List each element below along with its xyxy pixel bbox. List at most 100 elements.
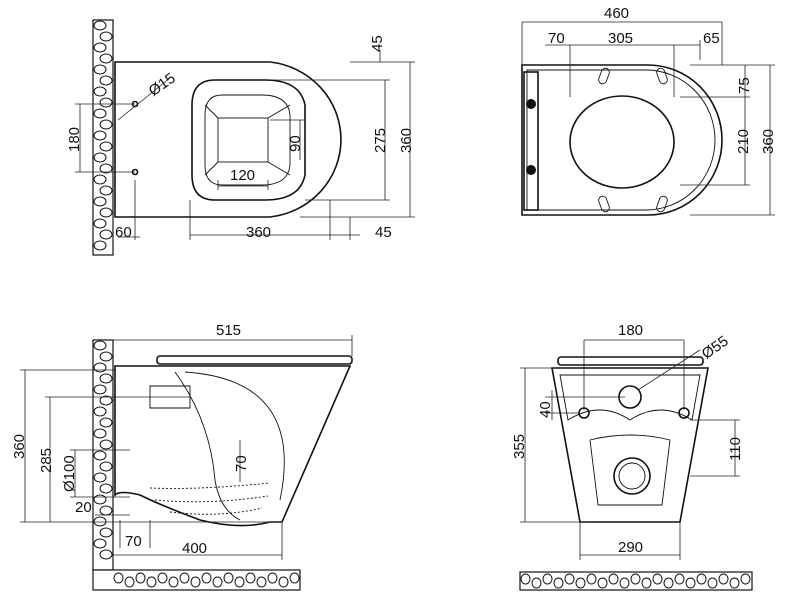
dim-180: 180 [66,127,83,152]
pebble [93,472,107,483]
dim-110: 110 [727,437,744,461]
seat-opening [569,95,675,189]
pebble [718,573,729,585]
pebble [124,576,135,588]
pebble [93,428,107,439]
pebble [696,573,707,585]
pebble [93,450,107,461]
dim-290: 290 [618,539,643,556]
floor-pebbles [520,573,751,589]
pebble [99,31,113,42]
pebble [99,549,113,560]
dim-70-horizontal: 70 [125,533,142,550]
pebble [93,64,107,75]
pebble [99,417,113,428]
pebble [99,119,113,130]
pebble [99,483,113,494]
dim-70: 70 [548,30,565,47]
dim-210: 210 [735,129,752,154]
seat-bumpers [598,67,668,213]
pebble [674,573,685,585]
pebble [93,196,107,207]
dim-275: 275 [372,128,389,153]
side-view: 515 360 285 Ø100 70 20 70 400 [11,322,353,591]
pebble [93,384,107,395]
pebble [99,505,113,516]
hinge-icon [526,99,536,109]
dim-180: 180 [618,322,643,339]
dim-515: 515 [216,322,241,339]
pebble [179,572,190,584]
wall-pebbles [93,340,300,588]
dim-360: 360 [760,129,777,154]
dim-diameter-100: Ø100 [61,455,78,492]
pebble [212,576,223,588]
pebble [93,516,107,527]
dim-65: 65 [703,30,720,47]
pebble [520,573,531,585]
pebble [93,362,107,373]
dim-460: 460 [604,5,629,22]
pebble [685,577,696,589]
pebble [223,572,234,584]
pebble [93,20,107,31]
pebble [99,351,113,362]
dim-305: 305 [608,30,633,47]
pebble [93,218,107,229]
dim-45-bottom: 45 [375,224,392,241]
pebble [99,185,113,196]
pebble [641,577,652,589]
pebble [267,572,278,584]
pebble [553,577,564,589]
dim-360: 360 [11,434,28,459]
back-view: 180 Ø55 40 355 110 290 [511,322,753,591]
pebble [99,439,113,450]
dim-360-horizontal: 360 [246,224,271,241]
pebble [168,576,179,588]
hinge-bar [523,71,539,211]
dim-diameter-55: Ø55 [699,333,732,363]
pebble [729,577,740,589]
pebble [256,576,267,588]
seat-lid [557,356,704,366]
pebble [201,572,212,584]
pebble [740,573,751,585]
pebble [99,207,113,218]
pebble [234,576,245,588]
pebble [93,130,107,141]
pebble [564,573,575,585]
pebble [93,174,107,185]
pebble [93,152,107,163]
dim-360-vertical: 360 [398,128,415,153]
pebble [608,573,619,585]
pebble [93,240,107,251]
pebble [93,406,107,417]
bowl-rim [191,79,306,201]
pebble [99,373,113,384]
pebble [99,527,113,538]
pebble [245,572,256,584]
seat-lid [156,355,353,365]
pebble [93,108,107,119]
dim-75: 75 [736,77,753,94]
pebble [99,75,113,86]
pebble [93,494,107,505]
pebble [630,573,641,585]
dim-45-top: 45 [369,35,386,52]
pebble [289,572,300,584]
hinge-icon [526,165,536,175]
pebble [93,42,107,53]
bowl-back-outline [551,367,709,523]
pebble [542,573,553,585]
bowl-outlet [217,117,269,163]
pebble [93,86,107,97]
dim-120: 120 [230,167,255,184]
pebble [531,577,542,589]
outlet-hole [613,457,651,495]
bowl-profile [114,365,352,527]
dim-90: 90 [287,135,304,152]
bowl-outline [114,61,342,218]
pebble [99,229,113,240]
pebble [278,576,289,588]
